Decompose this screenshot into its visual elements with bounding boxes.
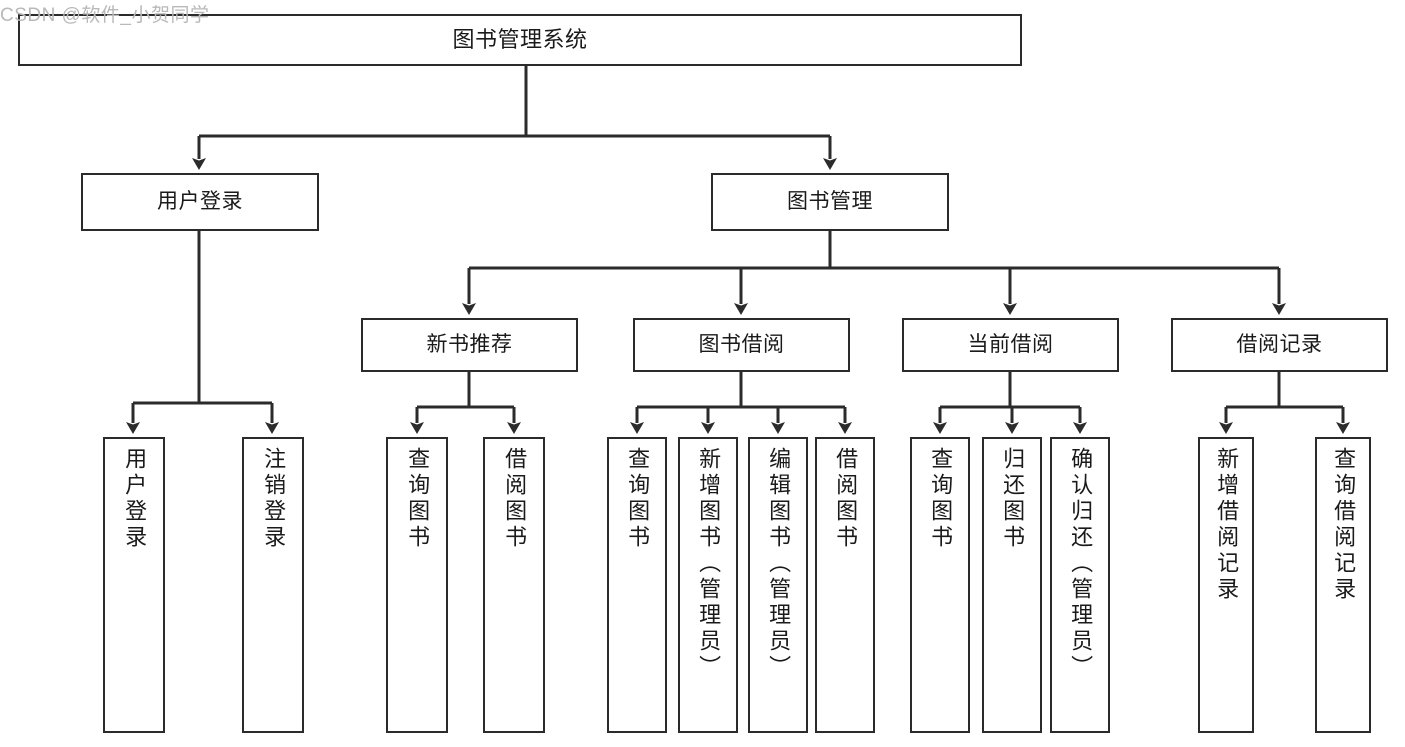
node-leaf-logout[interactable]: 注销登录 xyxy=(242,437,304,733)
node-leaf-query-book-3[interactable]: 查询图书 xyxy=(910,437,970,733)
node-label: 查询图书 xyxy=(405,447,431,551)
node-label: 图书管理 xyxy=(787,189,873,213)
node-leaf-user-login[interactable]: 用户登录 xyxy=(103,437,165,733)
node-book-borrow[interactable]: 图书借阅 xyxy=(633,318,850,372)
node-label: 归还图书 xyxy=(1000,447,1026,551)
node-book-manage[interactable]: 图书管理 xyxy=(711,173,949,231)
node-new-book-rec[interactable]: 新书推荐 xyxy=(361,318,578,372)
node-label: 当前借阅 xyxy=(967,332,1054,356)
node-label: 注销登录 xyxy=(261,447,287,551)
node-label: 确认归还（管理员） xyxy=(1068,447,1094,681)
node-leaf-confirm-return[interactable]: 确认归还（管理员） xyxy=(1050,437,1110,733)
node-label: 查询图书 xyxy=(928,447,954,551)
node-leaf-query-book-2[interactable]: 查询图书 xyxy=(607,437,667,733)
node-label: 编辑图书（管理员） xyxy=(766,447,792,681)
node-label: 借阅图书 xyxy=(833,447,859,551)
csdn-watermark: CSDN @软件_小贺同学 xyxy=(0,5,210,26)
node-label: 图书管理系统 xyxy=(452,27,588,53)
node-label: 借阅图书 xyxy=(502,447,528,551)
node-label: 查询图书 xyxy=(625,447,651,551)
node-leaf-add-book[interactable]: 新增图书（管理员） xyxy=(678,437,738,733)
node-user-login[interactable]: 用户登录 xyxy=(81,173,319,231)
node-leaf-add-record[interactable]: 新增借阅记录 xyxy=(1198,437,1254,733)
node-label: 新增借阅记录 xyxy=(1214,447,1240,603)
node-label: 用户登录 xyxy=(122,447,148,551)
node-leaf-query-book-1[interactable]: 查询图书 xyxy=(386,437,448,733)
node-label: 借阅记录 xyxy=(1236,332,1323,356)
node-leaf-edit-book[interactable]: 编辑图书（管理员） xyxy=(748,437,808,733)
node-leaf-return-book[interactable]: 归还图书 xyxy=(982,437,1042,733)
node-borrow-record[interactable]: 借阅记录 xyxy=(1171,318,1388,372)
node-label: 新增图书（管理员） xyxy=(696,447,722,681)
node-label: 新书推荐 xyxy=(426,332,513,356)
node-current-borrow[interactable]: 当前借阅 xyxy=(902,318,1119,372)
node-root[interactable]: 图书管理系统 xyxy=(18,14,1022,66)
node-leaf-borrow-book-2[interactable]: 借阅图书 xyxy=(815,437,875,733)
node-leaf-query-record[interactable]: 查询借阅记录 xyxy=(1315,437,1371,733)
node-label: 查询借阅记录 xyxy=(1331,447,1357,603)
node-label: 用户登录 xyxy=(157,189,243,213)
node-label: 图书借阅 xyxy=(698,332,785,356)
node-leaf-borrow-book-1[interactable]: 借阅图书 xyxy=(483,437,545,733)
